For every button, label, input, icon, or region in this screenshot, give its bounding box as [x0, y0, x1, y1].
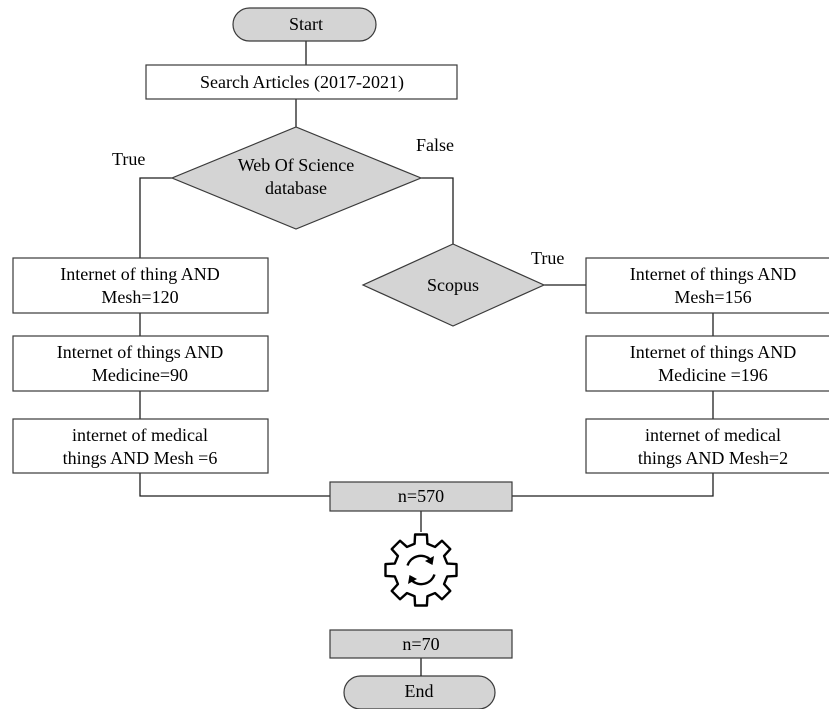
total-count-label: n=570: [398, 486, 444, 506]
start-terminal: Start: [232, 7, 377, 42]
right-box-mesh: Internet of things AND Mesh=156: [585, 257, 829, 314]
start-label: Start: [289, 14, 323, 34]
true-label-right: True: [531, 248, 564, 268]
wos-decision: Web Of Science database: [170, 126, 423, 230]
left-box-1-line2: Mesh=120: [101, 287, 178, 307]
end-label: End: [405, 681, 434, 701]
left-box-3-line2: things AND Mesh =6: [63, 448, 218, 468]
left-box-2-line2: Medicine=90: [92, 365, 188, 385]
total-count-box: n=570: [329, 481, 513, 512]
right-box-2-line1: Internet of things AND: [630, 342, 796, 362]
right-box-medicine: Internet of things AND Medicine =196: [585, 335, 829, 392]
scopus-decision: Scopus: [361, 243, 546, 327]
connector-wos-false: [421, 177, 454, 244]
connector-wos-true: [139, 177, 172, 258]
wos-label-line1: Web Of Science: [238, 155, 355, 175]
left-box-medicine: Internet of things AND Medicine=90: [12, 335, 269, 392]
filtered-count-box: n=70: [329, 629, 513, 659]
left-box-iomt: internet of medical things AND Mesh =6: [12, 418, 269, 474]
left-box-2-line1: Internet of things AND: [57, 342, 223, 362]
left-box-1-line1: Internet of thing AND: [60, 264, 219, 284]
right-box-2-line2: Medicine =196: [658, 365, 768, 385]
search-articles-label: Search Articles (2017-2021): [200, 72, 404, 93]
wos-label-line2: database: [265, 178, 327, 198]
left-box-3-line1: internet of medical: [72, 425, 208, 445]
false-label: False: [416, 135, 454, 155]
connector-right-merge: [512, 473, 714, 497]
gear-refresh-icon: [384, 533, 458, 607]
true-label-left: True: [112, 149, 145, 169]
left-box-mesh: Internet of thing AND Mesh=120: [12, 257, 269, 314]
right-box-1-line1: Internet of things AND: [630, 264, 796, 284]
right-box-3-line2: things AND Mesh=2: [638, 448, 788, 468]
filtered-count-label: n=70: [402, 634, 439, 654]
connector-left-merge: [139, 473, 330, 497]
right-box-iomt: internet of medical things AND Mesh=2: [585, 418, 829, 474]
search-articles-box: Search Articles (2017-2021): [145, 64, 458, 100]
right-box-3-line1: internet of medical: [645, 425, 781, 445]
right-box-1-line2: Mesh=156: [674, 287, 751, 307]
end-terminal: End: [343, 675, 496, 709]
scopus-label: Scopus: [427, 275, 479, 295]
